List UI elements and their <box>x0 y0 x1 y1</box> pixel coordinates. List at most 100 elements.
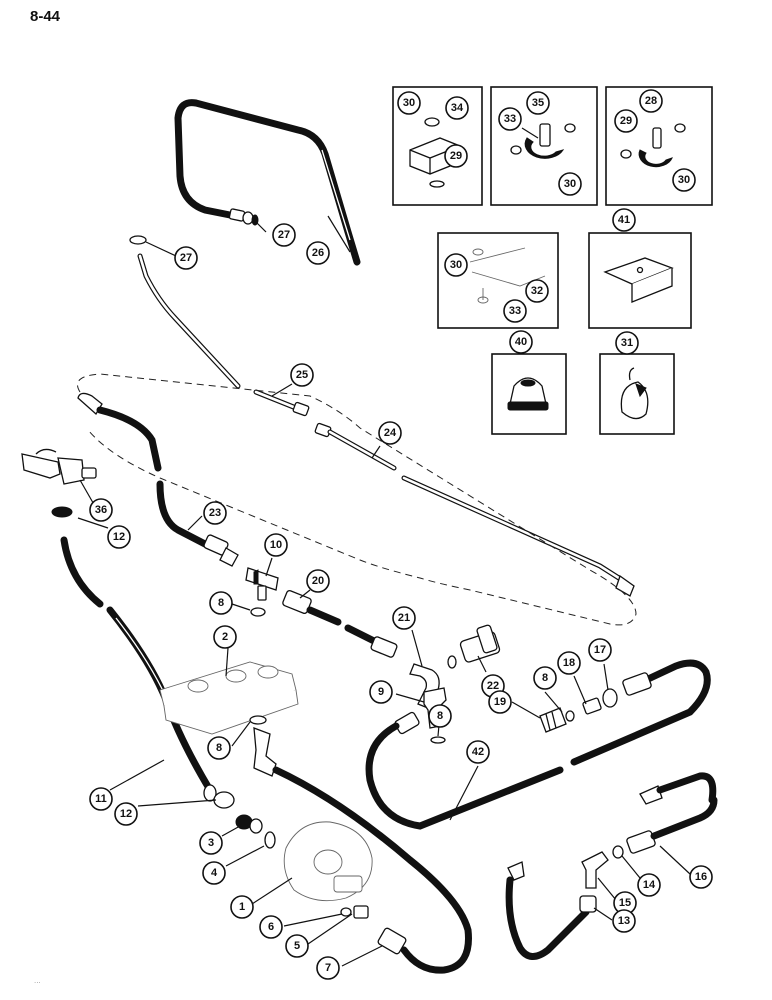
callout-41: 41 <box>612 208 636 232</box>
svg-text:17: 17 <box>594 644 606 656</box>
callout-8-valve: 8 <box>207 736 231 760</box>
o-ring-8-a <box>250 607 266 617</box>
svg-text:8: 8 <box>218 597 224 609</box>
callout-42: 42 <box>466 740 490 764</box>
svg-text:25: 25 <box>296 369 308 381</box>
detail-box-angle-bracket-41 <box>588 232 692 329</box>
svg-text:33: 33 <box>509 305 521 317</box>
o-ring-14 <box>612 845 624 859</box>
o-ring-4 <box>264 831 276 849</box>
svg-text:3: 3 <box>208 837 214 849</box>
callout-35: 35 <box>526 91 550 115</box>
svg-text:21: 21 <box>398 612 410 624</box>
callout-14: 14 <box>637 873 661 897</box>
svg-text:40: 40 <box>515 336 527 348</box>
svg-text:15: 15 <box>619 897 631 909</box>
callout-12-upper: 12 <box>107 525 131 549</box>
tube-25 <box>129 235 310 417</box>
o-ring-8-b <box>447 655 457 669</box>
svg-text:10: 10 <box>270 539 282 551</box>
svg-text:5: 5 <box>294 940 300 952</box>
callout-6: 6 <box>259 915 283 939</box>
svg-text:30: 30 <box>564 178 576 190</box>
callout-3: 3 <box>199 831 223 855</box>
callout-30-box4: 30 <box>444 253 468 277</box>
callout-9: 9 <box>369 680 393 704</box>
callout-19: 19 <box>488 690 512 714</box>
callout-8-top: 8 <box>209 591 233 615</box>
callout-29-box1: 29 <box>444 144 468 168</box>
svg-text:13: 13 <box>618 915 630 927</box>
callout-13: 13 <box>612 909 636 933</box>
callout-27-lower: 27 <box>174 246 198 270</box>
footnote-code: ... <box>34 976 41 985</box>
svg-text:16: 16 <box>695 871 707 883</box>
callout-25: 25 <box>290 363 314 387</box>
pump-1 <box>283 821 373 902</box>
svg-text:30: 30 <box>678 174 690 186</box>
callout-28: 28 <box>639 89 663 113</box>
dashed-routing-line <box>77 373 637 626</box>
callout-8-mid: 8 <box>428 704 452 728</box>
valve-body-2 <box>159 661 299 735</box>
svg-text:8: 8 <box>216 742 222 754</box>
svg-text:26: 26 <box>312 247 324 259</box>
fitting-19 <box>539 707 567 733</box>
svg-text:19: 19 <box>494 696 506 708</box>
svg-text:35: 35 <box>532 97 544 109</box>
callout-29-box3: 29 <box>614 109 638 133</box>
callout-27-upper: 27 <box>272 223 296 247</box>
callout-2: 2 <box>213 625 237 649</box>
hose-13 <box>505 861 597 960</box>
svg-text:34: 34 <box>451 102 464 114</box>
svg-text:12: 12 <box>113 531 125 543</box>
fitting-3 <box>235 814 263 834</box>
hose-42 <box>365 659 711 830</box>
callout-20: 20 <box>306 569 330 593</box>
svg-text:8: 8 <box>437 710 443 722</box>
callout-33-box2: 33 <box>498 107 522 131</box>
fitting-36 <box>35 448 57 455</box>
fitting-12-lower <box>213 791 235 809</box>
o-ring-8-c <box>249 715 267 725</box>
svg-text:6: 6 <box>268 921 274 933</box>
hose-16 <box>626 772 718 854</box>
svg-text:2: 2 <box>222 631 228 643</box>
tube-24 <box>314 422 635 597</box>
callout-26: 26 <box>306 241 330 265</box>
svg-text:11: 11 <box>95 793 107 805</box>
svg-text:28: 28 <box>645 95 657 107</box>
o-ring-8-d <box>430 736 446 744</box>
svg-text:27: 27 <box>278 229 290 241</box>
o-ring-8-e <box>565 710 575 722</box>
callout-10: 10 <box>264 533 288 557</box>
svg-text:22: 22 <box>487 680 499 692</box>
callout-36: 36 <box>89 498 113 522</box>
svg-text:18: 18 <box>563 657 575 669</box>
fitting-18 <box>582 697 602 715</box>
svg-text:42: 42 <box>472 746 484 758</box>
callout-17: 17 <box>588 638 612 662</box>
svg-text:31: 31 <box>621 337 633 349</box>
svg-text:8: 8 <box>542 672 548 684</box>
coupler-22 <box>459 624 501 663</box>
svg-text:27: 27 <box>180 252 192 264</box>
svg-text:30: 30 <box>403 97 415 109</box>
callout-30-box3: 30 <box>672 168 696 192</box>
page-number: 8-44 <box>30 8 61 25</box>
callout-12-lower: 12 <box>114 802 138 826</box>
callout-24: 24 <box>378 421 402 445</box>
detail-box-plug-31 <box>599 353 675 435</box>
callout-34: 34 <box>445 96 469 120</box>
callout-8-right: 8 <box>533 666 557 690</box>
svg-text:12: 12 <box>120 808 132 820</box>
svg-text:9: 9 <box>378 686 384 698</box>
callout-30-box1: 30 <box>397 91 421 115</box>
hose-11 <box>21 453 217 802</box>
washer-17 <box>602 688 618 708</box>
callout-18: 18 <box>557 651 581 675</box>
callout-40: 40 <box>509 330 533 354</box>
callout-1: 1 <box>230 895 254 919</box>
detail-box-dust-cap-40 <box>491 353 567 435</box>
svg-text:41: 41 <box>618 214 630 226</box>
